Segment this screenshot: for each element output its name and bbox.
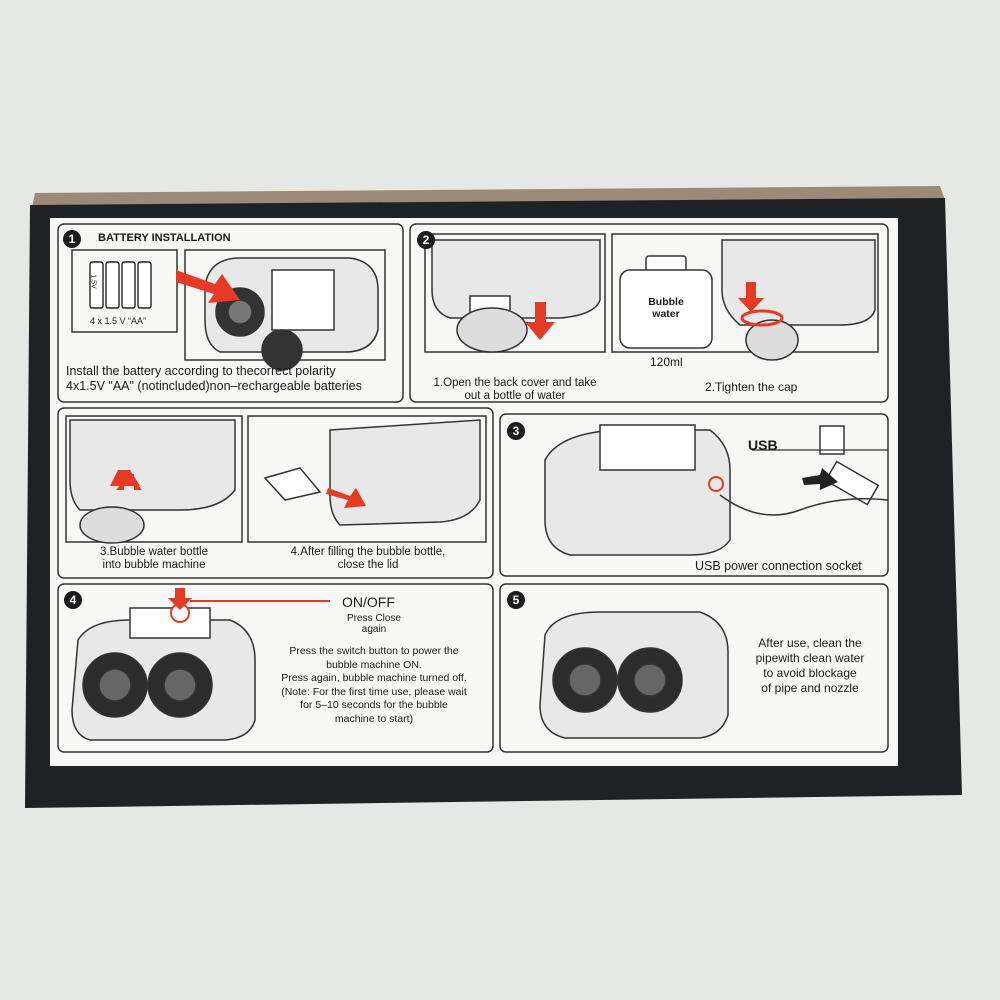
step4-line: (Note: For the first time use, please wa… xyxy=(281,685,467,698)
step4-line: bubble machine ON. xyxy=(326,658,422,671)
panel-step5 xyxy=(499,583,889,753)
press-close-line1: Press Close xyxy=(347,613,401,624)
step2b-caption-left: 3.Bubble water bottle into bubble machin… xyxy=(66,546,242,572)
step-number-4: 4 xyxy=(64,591,82,609)
step1-line1: Install the battery according to thecorr… xyxy=(66,364,336,378)
step4-line: for 5–10 seconds for the bubble xyxy=(300,699,448,711)
step1-title: BATTERY INSTALLATION xyxy=(98,232,231,244)
step2b-caption-left-line1: 3.Bubble water bottle xyxy=(99,546,209,558)
usb-plug-arrow-icon xyxy=(802,468,838,490)
step5-line: pipewith clean water xyxy=(755,651,865,665)
step1-line2: 4x1.5V "AA" (notincluded)non–rechargeabl… xyxy=(66,379,362,393)
step2-caption: 1.Open the back cover and take out a bot… xyxy=(420,377,610,403)
step-number-2: 2 xyxy=(417,231,435,249)
step5-line: After use, clean the xyxy=(758,636,862,650)
step-number-1: 1 xyxy=(63,230,81,248)
bottle-label-line1: Bubble xyxy=(648,296,684,308)
step4-line: Press again, bubble machine turned off. xyxy=(281,672,467,684)
press-close-line2: again xyxy=(361,624,387,635)
step5-line: to avoid blockage xyxy=(763,666,857,680)
step2-caption-line1: 1.Open the back cover and take xyxy=(433,377,597,389)
press-close-label: Press Close again xyxy=(335,613,413,635)
battery-caption: 4 x 1.5 V “AA” xyxy=(90,316,147,326)
step2b-caption-right-line1: 4.After filling the bubble bottle, xyxy=(290,546,446,558)
step4-description: Press the switch button to power the bub… xyxy=(262,645,486,726)
step2b-caption-right-line2: close the lid xyxy=(337,559,399,571)
step4-line: Press the switch button to power the xyxy=(289,645,459,657)
panel-step3 xyxy=(499,413,889,577)
step2b-caption-left-line2: into bubble machine xyxy=(102,559,206,571)
panel-step2b xyxy=(57,407,494,579)
panel-step4 xyxy=(57,583,494,753)
arrow-icon xyxy=(176,270,240,303)
arrow-down-icon xyxy=(525,302,555,340)
panel-step2 xyxy=(409,223,889,403)
step-number-3: 3 xyxy=(507,422,525,440)
panel-step1 xyxy=(57,223,404,403)
step5-line: of pipe and nozzle xyxy=(761,681,859,695)
battery-label: 1.5V xyxy=(89,274,97,289)
bottle-label: Bubble water xyxy=(628,296,704,320)
step-number-5: 5 xyxy=(507,591,525,609)
usb-caption: USB power connection socket xyxy=(695,559,862,573)
bottle-volume: 120ml xyxy=(650,355,683,369)
usb-label: USB xyxy=(748,437,778,453)
step4-line: machine to start) xyxy=(334,712,414,725)
switch-label: ON/OFF xyxy=(342,594,395,610)
bottle-label-line2: water xyxy=(652,308,680,320)
step5-description: After use, clean the pipewith clean wate… xyxy=(742,636,878,696)
tighten-caption: 2.Tighten the cap xyxy=(705,380,798,394)
step2-caption-line2: out a bottle of water xyxy=(464,390,566,402)
step2b-caption-right: 4.After filling the bubble bottle, close… xyxy=(250,546,486,572)
